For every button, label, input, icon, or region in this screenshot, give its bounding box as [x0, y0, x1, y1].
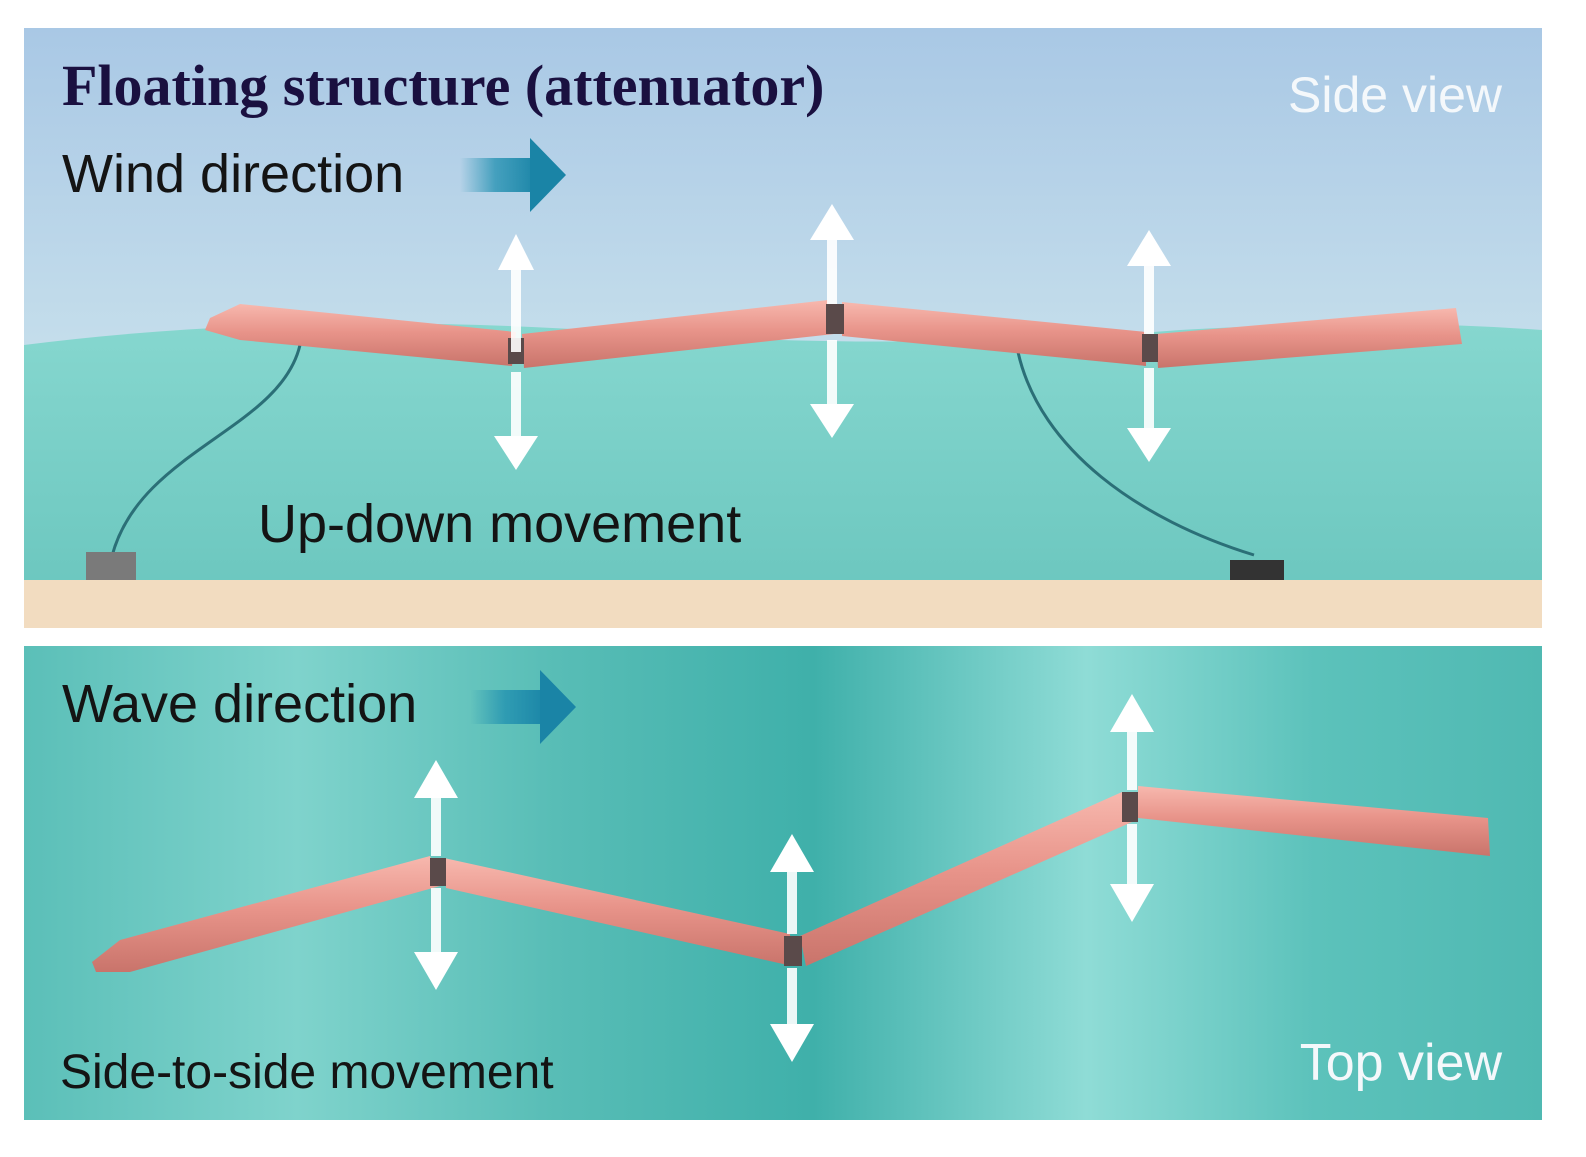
- movement-arrow-side: [810, 204, 854, 438]
- wave-direction-label: Wave direction: [62, 674, 417, 734]
- sea-water: [24, 323, 1542, 588]
- movement-arrow-top: [1110, 694, 1154, 922]
- attenuator-side: [205, 300, 1462, 368]
- movement-arrow-side: [1127, 230, 1171, 462]
- right-arrow-icon: [470, 670, 576, 744]
- right-arrow-icon: [460, 138, 566, 212]
- mooring-line-right: [1016, 351, 1255, 557]
- joint: [1122, 792, 1138, 822]
- top-view-label: Top view: [1300, 1034, 1503, 1092]
- movement-arrow-side: [494, 234, 538, 470]
- segment: [522, 300, 834, 368]
- mooring-line-left: [110, 344, 302, 557]
- movement-arrow-top: [414, 760, 458, 990]
- top-view-panel: Wave direction Side-to-side movement Top…: [24, 646, 1542, 1120]
- joint: [1142, 334, 1158, 362]
- segment: [205, 304, 516, 366]
- segment: [1156, 308, 1462, 368]
- anchor-left: [86, 552, 136, 580]
- joint: [430, 858, 446, 886]
- anchor-right: [1230, 560, 1284, 580]
- up-down-movement-label: Up-down movement: [258, 494, 741, 554]
- joint: [826, 304, 844, 334]
- segment: [1138, 786, 1490, 856]
- side-view-label: Side view: [1288, 67, 1503, 123]
- seabed: [24, 580, 1542, 628]
- diagram-title: Floating structure (attenuator): [62, 53, 824, 118]
- attenuator-top: [92, 786, 1490, 972]
- segment: [444, 858, 792, 966]
- segment: [800, 792, 1132, 966]
- side-view-panel: Floating structure (attenuator) Side vie…: [24, 28, 1542, 628]
- side-to-side-movement-label: Side-to-side movement: [60, 1046, 554, 1099]
- segment: [842, 302, 1146, 366]
- movement-arrow-top: [770, 834, 814, 1062]
- joint: [784, 936, 802, 966]
- segment: [92, 856, 440, 972]
- wind-direction-label: Wind direction: [62, 144, 404, 204]
